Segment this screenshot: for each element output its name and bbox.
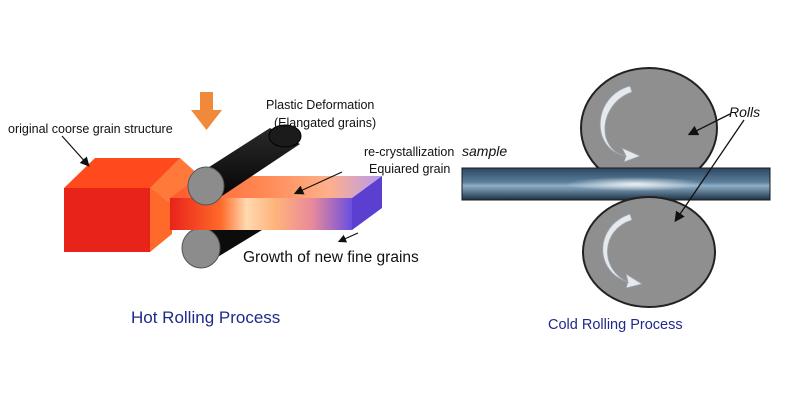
hot-top-roll xyxy=(187,124,302,206)
leader-growth xyxy=(337,232,359,243)
hot-rolling-figure xyxy=(61,92,382,269)
hot-slab-thick xyxy=(64,158,200,252)
press-down-arrow-icon xyxy=(191,92,222,130)
cold-bottom-roll xyxy=(582,196,716,308)
label-original-grain: original coorse grain structure xyxy=(8,122,173,136)
cold-rolling-figure xyxy=(461,67,771,308)
label-growth-fine-grains: Growth of new fine grains xyxy=(243,249,419,266)
hot-rolling-title: Hot Rolling Process xyxy=(131,308,281,327)
label-plastic-deformation: Plastic Deformation xyxy=(266,98,375,112)
label-rolls: Rolls xyxy=(729,104,761,120)
label-recrystallization: re-crystallization xyxy=(364,145,455,159)
cold-rolling-title: Cold Rolling Process xyxy=(548,317,683,333)
label-elongated-grains: (Elangated grains) xyxy=(274,116,377,130)
leader-rolls-bottom xyxy=(674,119,745,223)
cold-sample-strip xyxy=(461,167,771,201)
counterclockwise-rotation-arrow-icon xyxy=(602,213,644,289)
leader-rolls-top xyxy=(687,113,731,136)
leader-original-grain xyxy=(61,135,90,167)
clockwise-rotation-arrow-icon xyxy=(599,85,642,163)
label-equiared-grain: Equiared grain xyxy=(369,162,451,176)
cold-top-roll xyxy=(580,67,718,189)
label-sample: sample xyxy=(462,143,508,159)
leader-recrystallization xyxy=(293,171,343,195)
